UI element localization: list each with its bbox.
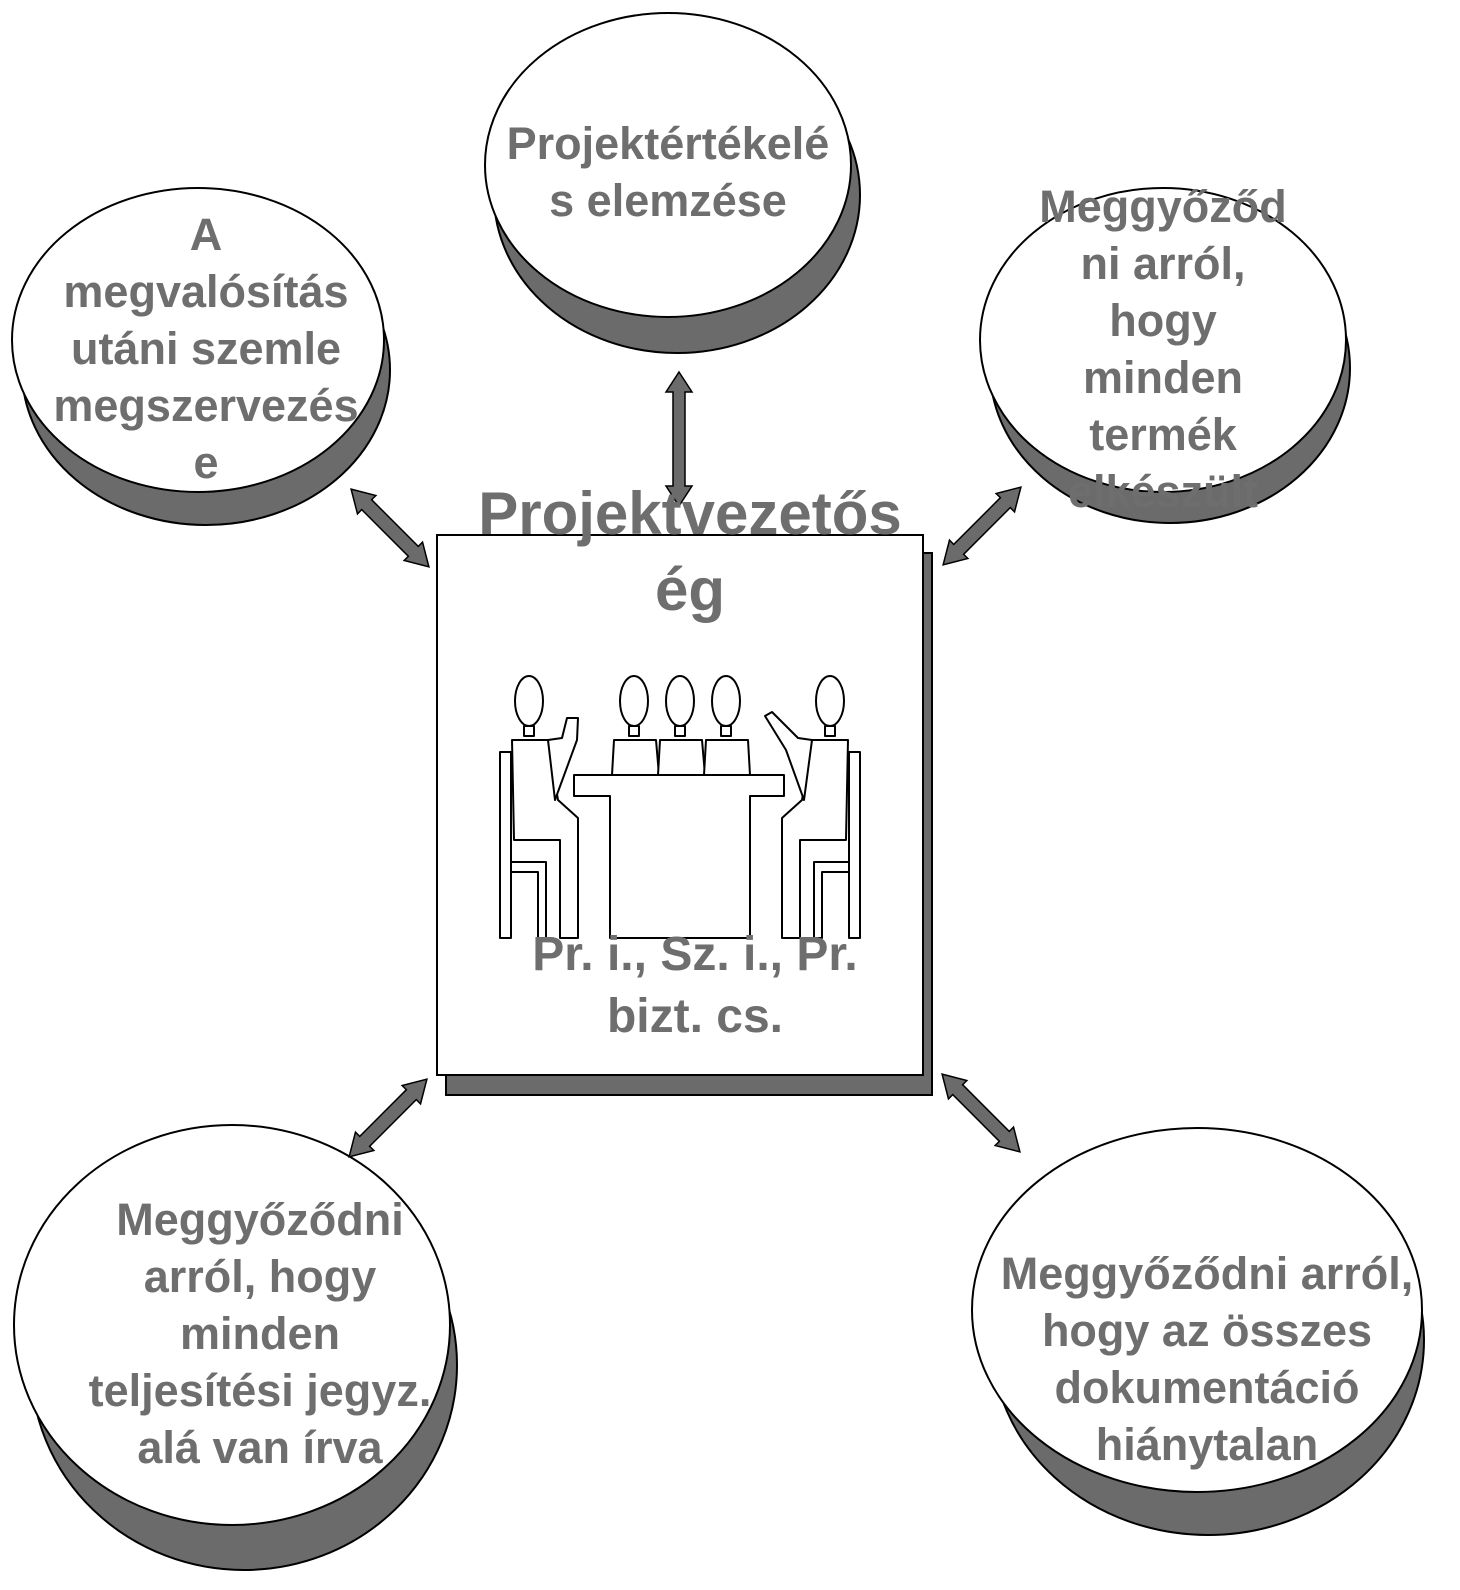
node-top-left [11,187,391,526]
node-bottom-left [13,1124,458,1571]
node-top [484,12,861,354]
node-top-right [979,187,1351,524]
node-top-right-clip: Meggyőződ ni arról, hogy minden termék e… [980,188,1346,514]
meeting-table-icon [499,675,861,939]
node-bottom-left-label: Meggyőződni arról, hogy minden teljesíté… [88,1194,432,1473]
node-top-right-label: Meggyőződ ni arról, hogy minden termék e… [1039,188,1287,514]
node-bottom-right [971,1127,1425,1536]
arrow-bottom-left [348,1078,428,1158]
arrow-bottom-right [941,1073,1021,1153]
arrow-top-right [942,486,1022,566]
arrow-top [664,370,694,508]
node-top-label: Projektértékelé s elemzése [506,118,830,226]
arrow-top-left [350,488,430,568]
node-top-left-label: A megvalósítás utáni szemle megszervezés… [53,209,359,488]
center-title: Projektvezetős ég [478,480,902,623]
node-bottom-right-label: Meggyőződni arról, hogy az összes dokume… [1000,1248,1414,1470]
center-subtitle: Pr. i., Sz. i., Pr. bizt. cs. [532,928,858,1043]
